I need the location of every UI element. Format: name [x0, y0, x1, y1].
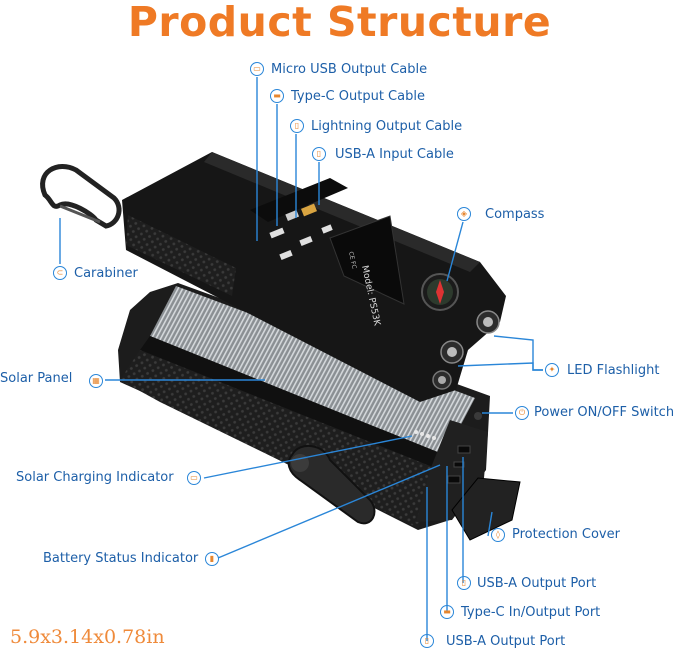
label-usb-a-output-port-2: USB-A Output Port	[446, 634, 566, 649]
micro-usb-icon: ▭	[250, 62, 264, 76]
power-icon: ⏻	[515, 406, 529, 420]
label-usb-a-input-cable: USB-A Input Cable	[335, 147, 454, 162]
label-protection-cover: Protection Cover	[512, 527, 620, 542]
usb-a-port-icon: ▯	[420, 634, 434, 648]
label-solar-panel: Solar Panel	[0, 371, 73, 386]
label-usb-a-output-port-1: USB-A Output Port	[477, 576, 597, 591]
solar-unit-drawing	[118, 283, 521, 541]
usb-a-plug-icon: ▯	[312, 147, 326, 161]
label-type-c-output-cable: Type-C Output Cable	[291, 89, 425, 104]
lightning-plug-icon: ▯	[290, 119, 304, 133]
label-power-switch: Power ON/OFF Switch	[534, 405, 675, 420]
charging-indicator-icon: ▭	[187, 471, 201, 485]
leader-lines	[59, 77, 543, 641]
carabiner-icon: ⊂	[53, 266, 67, 280]
page-title: Product Structure	[127, 0, 552, 46]
label-compass: Compass	[485, 207, 545, 222]
type-c-icon: ▬	[270, 89, 284, 103]
compass-icon: ◈	[457, 207, 471, 221]
shield-icon: ◊	[491, 528, 505, 542]
label-led-flashlight: LED Flashlight	[567, 363, 660, 378]
label-solar-charging-indicator: Solar Charging Indicator	[16, 470, 174, 485]
label-carabiner: Carabiner	[74, 266, 138, 281]
flashlight-icon: ✦	[545, 363, 559, 377]
usb-a-port-icon: ▯	[457, 576, 471, 590]
type-c-port-icon: ▬	[440, 605, 454, 619]
cable-unit-drawing: Model: PS53K CE FC	[122, 152, 506, 402]
dimensions-text: 5.9x3.14x0.78in	[10, 626, 165, 648]
solar-panel-icon: ▦	[89, 374, 103, 388]
label-micro-usb-output-cable: Micro USB Output Cable	[271, 62, 428, 77]
label-battery-status-indicator: Battery Status Indicator	[43, 551, 199, 566]
label-type-c-in-output-port: Type-C In/Output Port	[461, 605, 601, 620]
cert-text: CE FC	[347, 251, 357, 270]
carabiner-drawing	[40, 163, 122, 229]
battery-indicator-icon: ▮	[205, 552, 219, 566]
label-lightning-output-cable: Lightning Output Cable	[311, 119, 463, 134]
